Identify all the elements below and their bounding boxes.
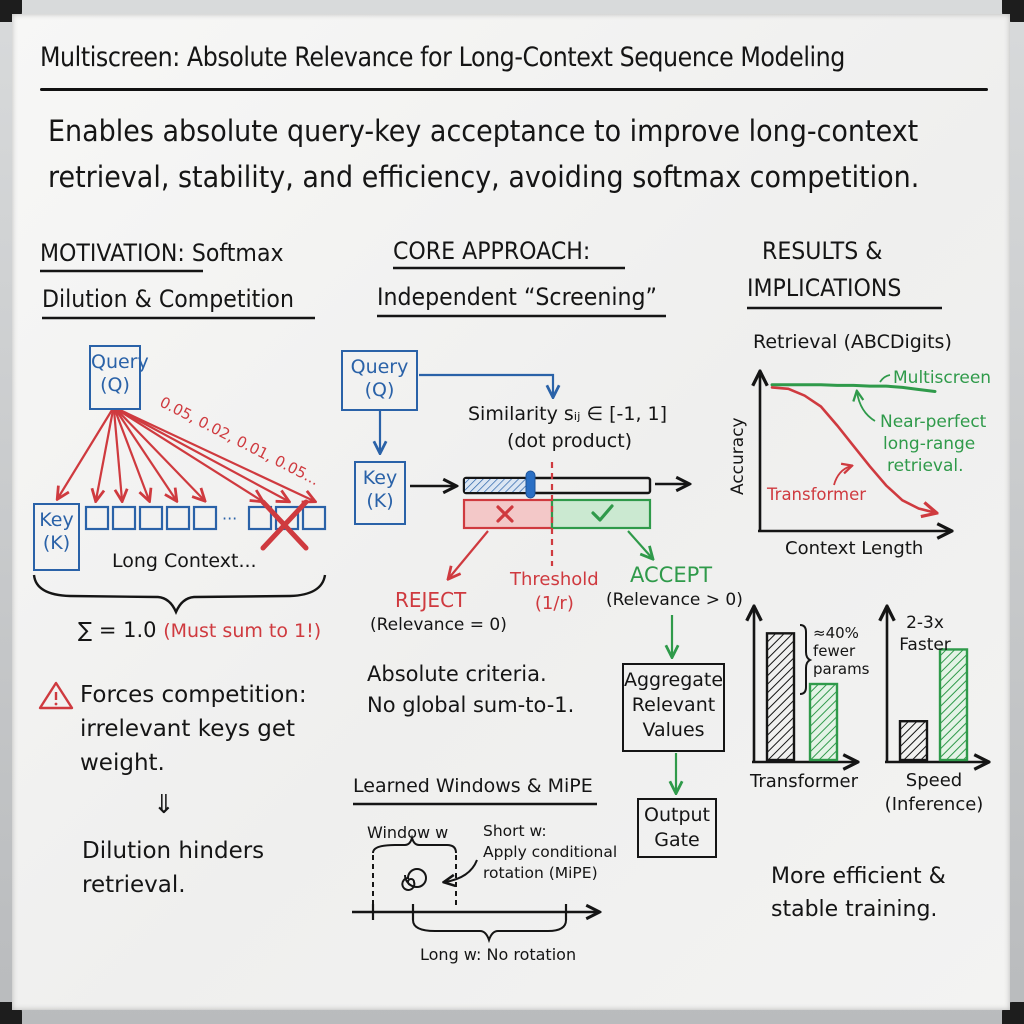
footer-line: stable training.	[771, 897, 938, 922]
speed-annotation: 2-3x Faster	[899, 612, 951, 656]
speed-xlabel-line: Speed	[905, 770, 963, 791]
line-chart-xlabel: Context Length	[785, 538, 924, 559]
page-title: Multiscreen: Absolute Relevance for Long…	[40, 42, 845, 73]
aggregate-values-box: Aggregate Relevant Values	[622, 663, 725, 752]
short-window-line: Short w:	[483, 822, 547, 840]
core-query-box: Query (Q)	[341, 350, 418, 411]
core-key-box: Key (K)	[354, 461, 406, 525]
motivation-heading-topic: : Softmax	[177, 239, 284, 267]
speed-annotation-line: Faster	[899, 635, 951, 655]
results-heading-line-1: RESULTS &	[762, 237, 883, 265]
long-context-label: Long Context...	[112, 550, 257, 572]
near-perfect-line: retrieval.	[887, 456, 964, 476]
near-perfect-line: long-range	[883, 434, 976, 454]
window-label: Window w	[367, 823, 449, 842]
conclusion-text: Dilution hinders retrieval.	[82, 834, 264, 902]
near-perfect-note: Near-perfect long-range retrieval.	[880, 411, 986, 477]
similarity-label: Similarity sᵢⱼ ∈ [-1, 1]	[468, 403, 668, 425]
query-box-label: Query	[91, 351, 149, 373]
key-box-symbol: (K)	[366, 490, 394, 512]
conclusion-line: retrieval.	[82, 872, 186, 898]
subtitle-line-2: retrieval, stability, and efficiency, av…	[48, 160, 920, 194]
sum-equation: ∑ = 1.0	[78, 618, 157, 642]
short-window-line: Apply conditional	[483, 843, 618, 861]
output-gate-box: Output Gate	[637, 798, 717, 858]
threshold-text: Threshold	[510, 569, 599, 590]
sum-note: (Must sum to 1!)	[163, 620, 322, 642]
aggregate-line: Aggregate	[624, 669, 724, 691]
warning-line: Forces competition:	[80, 682, 307, 708]
results-heading-line-2: IMPLICATIONS	[747, 274, 902, 302]
reject-note: (Relevance = 0)	[370, 615, 507, 635]
params-annotation-line: fewer	[813, 642, 856, 660]
criteria-line: No global sum-to-1.	[367, 693, 575, 717]
transformer-series-label: Transformer	[767, 485, 867, 504]
windows-heading: Learned Windows & MiPE	[353, 775, 593, 797]
motivation-heading-line-1: MOTIVATION: Softmax	[40, 232, 284, 274]
params-annotation: ≈40% fewer params	[813, 624, 870, 678]
query-box-label: Query	[350, 356, 409, 378]
speed-chart-xlabel: Speed (Inference)	[885, 769, 984, 817]
near-perfect-line: Near-perfect	[880, 412, 987, 432]
long-window-label: Long w: No rotation	[420, 945, 577, 964]
accept-note: (Relevance > 0)	[606, 590, 743, 610]
params-chart-xlabel: Transformer	[750, 771, 859, 792]
similarity-sublabel: (dot product)	[507, 430, 633, 452]
motivation-heading-keyword: MOTIVATION	[40, 239, 178, 267]
key-box: Key (K)	[33, 503, 80, 571]
line-chart-title: Retrieval (ABCDigits)	[753, 331, 952, 353]
query-box-symbol: (Q)	[100, 374, 130, 396]
short-window-note: Short w: Apply conditional rotation (MiP…	[483, 821, 617, 884]
output-gate-line: Gate	[654, 829, 700, 851]
core-heading-line-1: CORE APPROACH:	[393, 237, 591, 265]
softmax-sum: ∑ = 1.0 (Must sum to 1!)	[78, 618, 321, 642]
warning-line: weight.	[80, 750, 165, 776]
speed-annotation-line: 2-3x	[906, 613, 944, 633]
multiscreen-series-label: Multiscreen	[893, 368, 992, 388]
key-box-label: Key	[362, 467, 398, 489]
footer-line: More efficient &	[771, 864, 946, 889]
params-annotation-line: ≈40%	[813, 624, 859, 642]
threshold-label: Threshold (1/r)	[510, 568, 599, 616]
reject-label: REJECT	[395, 588, 467, 612]
title-underline	[40, 88, 988, 91]
results-footer: More efficient & stable training.	[771, 860, 946, 926]
criteria-text: Absolute criteria. No global sum-to-1.	[367, 659, 574, 721]
aggregate-line: Relevant	[631, 694, 716, 716]
speed-xlabel-line: (Inference)	[884, 794, 984, 815]
line-chart-ylabel: Accuracy	[728, 417, 748, 495]
criteria-line: Absolute criteria.	[367, 662, 547, 686]
query-box-symbol: (Q)	[364, 379, 395, 401]
warning-line: irrelevant keys get	[80, 716, 296, 742]
core-heading-line-2: Independent “Screening”	[377, 283, 657, 311]
warning-text: Forces competition: irrelevant keys get …	[80, 678, 307, 780]
aggregate-line: Values	[642, 719, 705, 741]
params-annotation-line: params	[813, 660, 870, 678]
subtitle-line-1: Enables absolute query-key acceptance to…	[48, 114, 919, 148]
threshold-value: (1/r)	[534, 593, 574, 614]
key-box-label: Key	[39, 509, 74, 531]
subtitle: Enables absolute query-key acceptance to…	[48, 108, 919, 200]
accept-label: ACCEPT	[630, 563, 713, 587]
output-gate-line: Output	[644, 804, 710, 826]
conclusion-line: Dilution hinders	[82, 838, 265, 864]
down-arrow-icon: ⇓	[153, 790, 175, 820]
short-window-line: rotation (MiPE)	[483, 864, 598, 882]
key-box-symbol: (K)	[42, 532, 71, 554]
motivation-heading-line-2: Dilution & Competition	[42, 285, 294, 313]
query-box: Query (Q)	[89, 345, 149, 410]
